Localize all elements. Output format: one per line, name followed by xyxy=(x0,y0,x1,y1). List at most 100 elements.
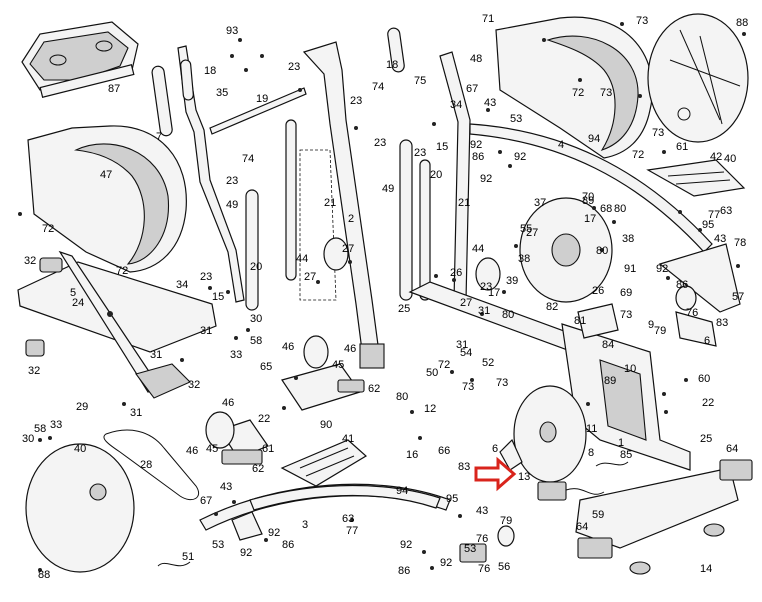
part-label-23: 23 xyxy=(480,281,492,293)
part-label-82: 82 xyxy=(546,301,558,313)
part-label-4: 4 xyxy=(558,139,564,151)
part-label-19: 19 xyxy=(256,93,268,105)
part-label-72: 72 xyxy=(116,265,128,277)
part-label-58: 58 xyxy=(34,423,46,435)
part-label-43: 43 xyxy=(476,505,488,517)
part-label-55: 55 xyxy=(520,223,532,235)
flywheel xyxy=(513,385,587,483)
roller-assemblies xyxy=(205,237,697,563)
part-label-18: 18 xyxy=(204,65,216,77)
part-label-77: 77 xyxy=(708,209,720,221)
part-label-53: 53 xyxy=(464,543,476,555)
part-label-80: 80 xyxy=(596,245,608,257)
part-label-23: 23 xyxy=(374,137,386,149)
part-label-35: 35 xyxy=(216,87,228,99)
part-label-87: 87 xyxy=(108,83,120,95)
part-label-92: 92 xyxy=(514,151,526,163)
part-label-46: 46 xyxy=(186,445,198,457)
part-label-91: 91 xyxy=(624,263,636,275)
part-label-15: 15 xyxy=(212,291,224,303)
right-upper-arm xyxy=(209,27,471,311)
part-label-38: 38 xyxy=(622,233,634,245)
part-label-95: 95 xyxy=(446,493,458,505)
part-label-80: 80 xyxy=(502,309,514,321)
part-label-75: 75 xyxy=(414,75,426,87)
part-label-61: 61 xyxy=(676,141,688,153)
part-label-29: 29 xyxy=(76,401,88,413)
part-label-14: 14 xyxy=(700,563,712,575)
part-label-92: 92 xyxy=(440,557,452,569)
part-label-61: 61 xyxy=(262,443,274,455)
part-label-45: 45 xyxy=(206,443,218,455)
part-label-17: 17 xyxy=(584,213,596,225)
part-label-31: 31 xyxy=(478,305,490,317)
part-label-73: 73 xyxy=(600,87,612,99)
part-label-90: 90 xyxy=(320,419,332,431)
part-label-83: 83 xyxy=(716,317,728,329)
part-label-52: 52 xyxy=(482,357,494,369)
part-label-21: 21 xyxy=(324,197,336,209)
part-label-34: 34 xyxy=(450,99,462,111)
part-label-86: 86 xyxy=(676,279,688,291)
part-label-3: 3 xyxy=(302,519,308,531)
part-label-5: 5 xyxy=(70,287,76,299)
part-label-27: 27 xyxy=(526,227,538,239)
part-label-73: 73 xyxy=(636,15,648,27)
part-label-93: 93 xyxy=(226,25,238,37)
part-label-33: 33 xyxy=(230,349,242,361)
part-label-46: 46 xyxy=(222,397,234,409)
right-shroud xyxy=(495,16,654,159)
part-label-20: 20 xyxy=(430,169,442,181)
part-label-13: 13 xyxy=(518,471,530,483)
part-label-92: 92 xyxy=(470,139,482,151)
part-label-60: 60 xyxy=(698,373,710,385)
part-label-54: 54 xyxy=(460,347,472,359)
part-label-8: 8 xyxy=(588,447,594,459)
part-label-48: 48 xyxy=(470,53,482,65)
part-label-34: 34 xyxy=(176,279,188,291)
left-stabilizer xyxy=(17,250,217,399)
part-label-30: 30 xyxy=(250,313,262,325)
part-label-23: 23 xyxy=(200,271,212,283)
part-label-73: 73 xyxy=(462,381,474,393)
part-label-39: 39 xyxy=(506,275,518,287)
part-label-27: 27 xyxy=(342,243,354,255)
part-label-51: 51 xyxy=(182,551,194,563)
part-label-10: 10 xyxy=(624,363,636,375)
part-label-88: 88 xyxy=(736,17,748,29)
part-label-45: 45 xyxy=(332,359,344,371)
part-label-6: 6 xyxy=(704,335,710,347)
part-label-23: 23 xyxy=(350,95,362,107)
part-label-67: 67 xyxy=(200,495,212,507)
part-label-81: 81 xyxy=(574,315,586,327)
part-label-6: 6 xyxy=(492,443,498,455)
part-label-71: 71 xyxy=(482,13,494,25)
left-shroud xyxy=(27,125,187,273)
part-label-22: 22 xyxy=(258,413,270,425)
part-label-7: 7 xyxy=(156,131,162,143)
part-label-63: 63 xyxy=(720,205,732,217)
right-pedal-arm-94 xyxy=(249,484,441,511)
highlight-arrow xyxy=(474,456,517,492)
part-label-74: 74 xyxy=(242,153,254,165)
part-label-31: 31 xyxy=(456,339,468,351)
part-label-76: 76 xyxy=(476,533,488,545)
part-label-44: 44 xyxy=(472,243,484,255)
part-label-11: 11 xyxy=(586,423,597,435)
part-label-31: 31 xyxy=(130,407,142,419)
part-label-63: 63 xyxy=(342,513,354,525)
left-disc xyxy=(25,443,135,573)
part-label-25: 25 xyxy=(398,303,410,315)
part-label-41: 41 xyxy=(342,433,354,445)
part-label-50: 50 xyxy=(426,367,438,379)
left-pedal xyxy=(280,439,368,487)
part-label-31: 31 xyxy=(150,349,162,361)
part-label-57: 57 xyxy=(732,291,744,303)
part-label-95: 95 xyxy=(702,219,714,231)
part-label-9: 9 xyxy=(648,319,654,331)
part-label-22: 22 xyxy=(702,397,714,409)
part-label-80: 80 xyxy=(614,203,626,215)
part-label-92: 92 xyxy=(240,547,252,559)
part-label-15: 15 xyxy=(436,141,448,153)
